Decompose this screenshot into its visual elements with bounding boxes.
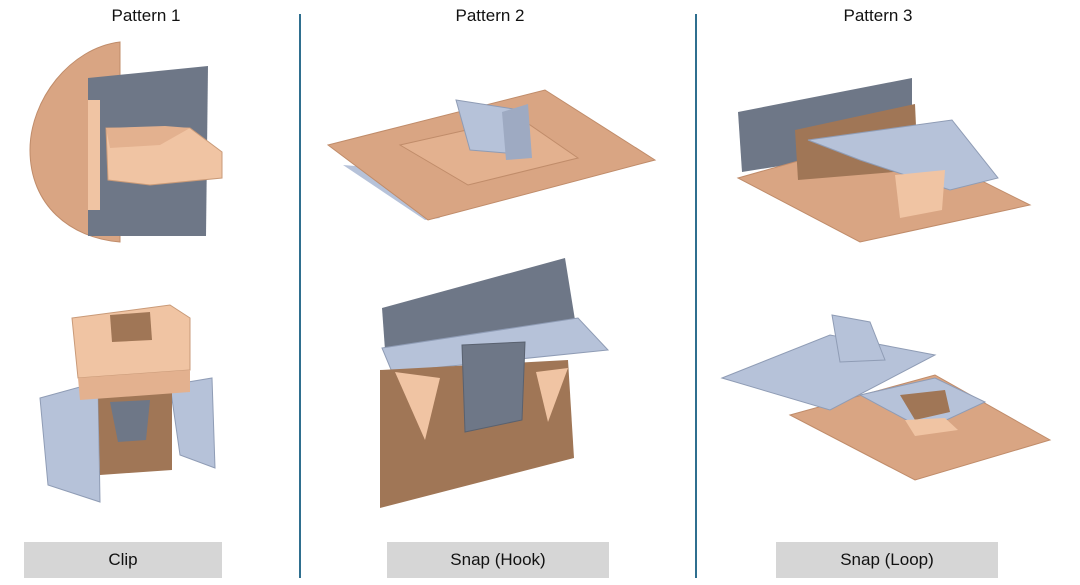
pattern-2-bottom-illustration [380, 258, 610, 508]
pattern-3-bottom-illustration [720, 314, 1052, 481]
pattern-3-title: Pattern 3 [843, 6, 913, 25]
pattern-1-top-illustration [29, 41, 223, 243]
pattern-2-title: Pattern 2 [455, 6, 525, 25]
pattern-3-top-illustration [736, 78, 1032, 243]
pattern-2-top-illustration [326, 89, 657, 221]
pattern-1-title: Pattern 1 [111, 6, 181, 25]
column-divider-1 [299, 14, 301, 578]
pattern-1-label: Clip [24, 542, 222, 578]
pattern-2-label: Snap (Hook) [387, 542, 609, 578]
pattern-1-bottom-illustration [39, 304, 216, 503]
pattern-3-label: Snap (Loop) [776, 542, 998, 578]
column-divider-2 [695, 14, 697, 578]
